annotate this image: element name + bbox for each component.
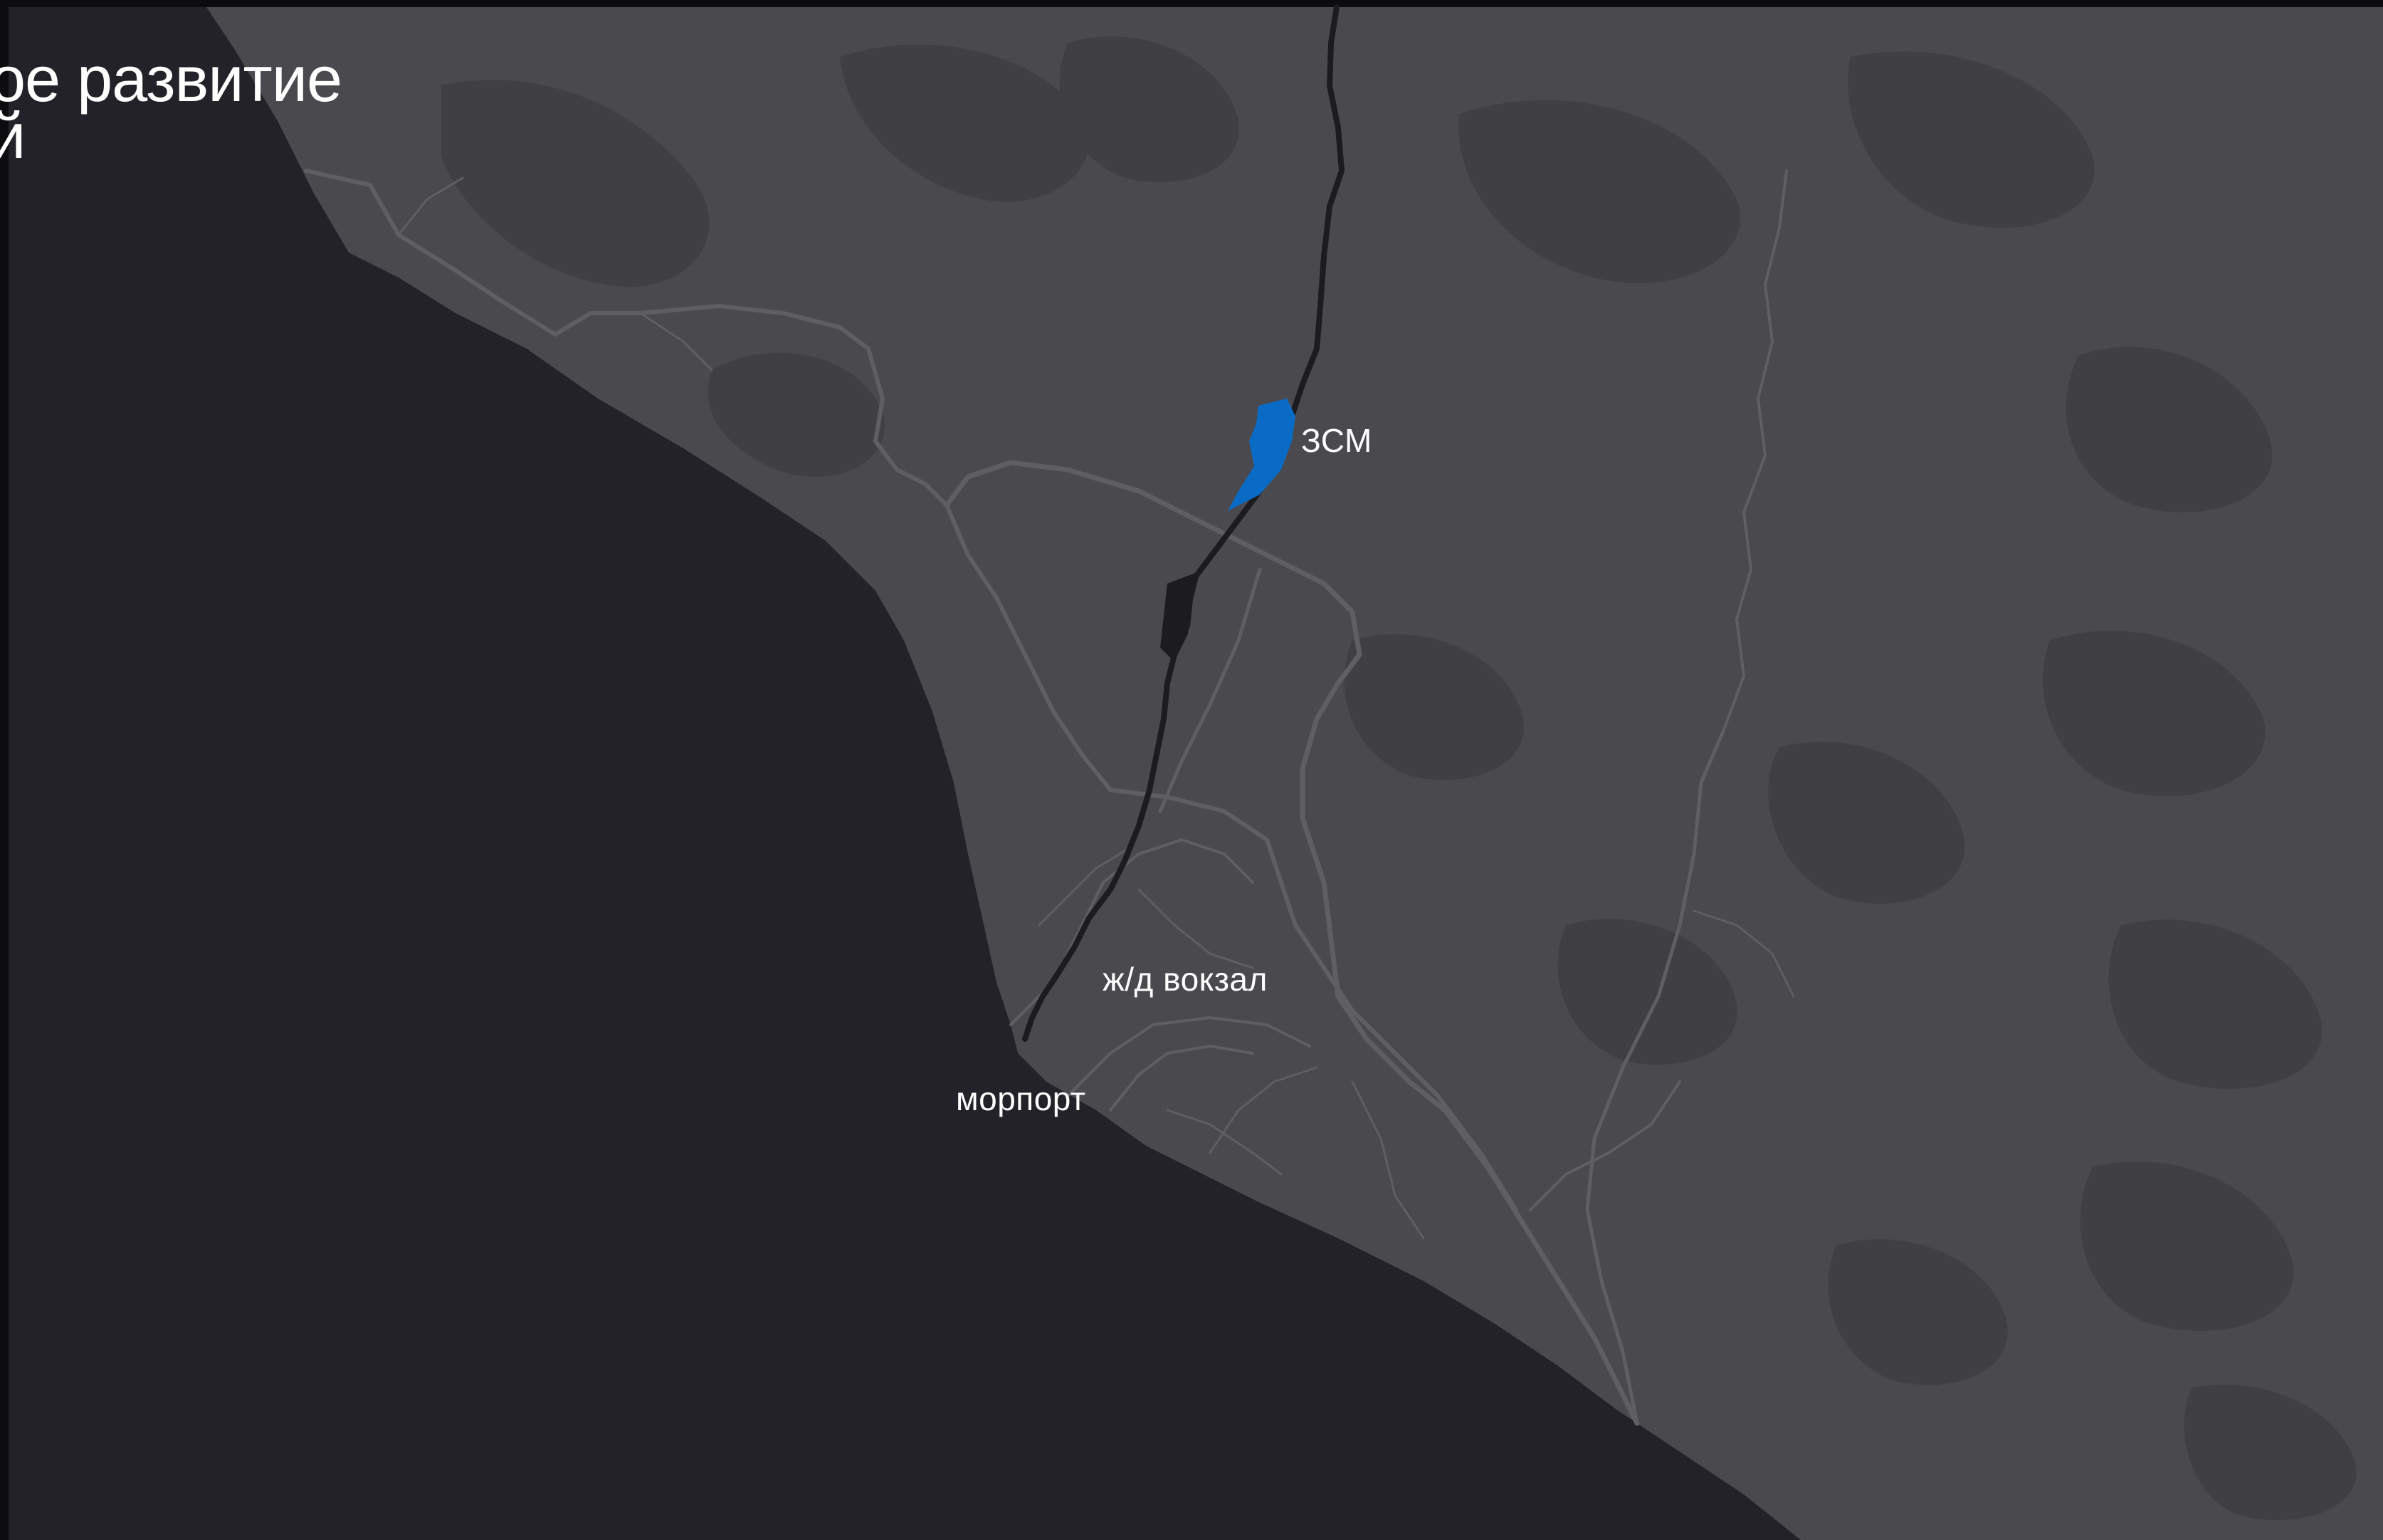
page-title-line-1: ое развитие <box>0 44 342 115</box>
page-title: ое развитие й <box>0 44 342 172</box>
roads-layer <box>304 169 1795 1426</box>
page-title-line-2: й <box>0 101 26 172</box>
map-label-railway-station: ж/д вокзал <box>1103 961 1268 998</box>
relief-layer <box>441 36 2357 1521</box>
map-label-zsm: ЗСМ <box>1301 422 1372 459</box>
map-label-seaport: морпорт <box>956 1080 1086 1117</box>
river-estuary <box>1160 573 1196 662</box>
zsm-zone[interactable] <box>1228 399 1295 511</box>
